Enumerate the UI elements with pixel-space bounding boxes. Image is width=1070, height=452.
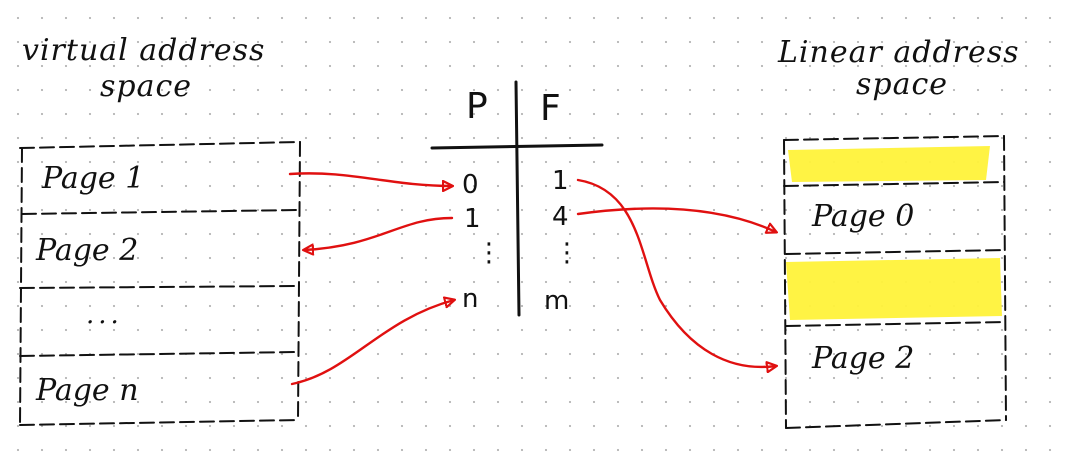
table-header-f: F bbox=[540, 88, 561, 129]
table-cell-f: ⋮ bbox=[554, 238, 580, 268]
linear-space-title-line2: space bbox=[856, 67, 949, 102]
arrow-pagen-to-pn bbox=[290, 300, 454, 386]
table-cell-f: m bbox=[544, 286, 570, 316]
virtual-page-label: Page 1 bbox=[42, 161, 145, 196]
linear-space-title-line1: Linear address bbox=[778, 35, 1020, 70]
mapping-arrows bbox=[288, 172, 776, 386]
free-slot-highlight-top bbox=[788, 146, 990, 182]
arrow-page1-to-p0 bbox=[288, 172, 452, 186]
linear-space-box bbox=[783, 135, 1007, 429]
virtual-space-title-line2: space bbox=[100, 69, 193, 104]
virtual-space-box bbox=[19, 141, 301, 426]
virtual-page-label: Page n bbox=[36, 373, 139, 408]
free-slot-highlight-middle bbox=[786, 258, 1002, 320]
table-header-p: P bbox=[466, 86, 488, 127]
page-table-lines bbox=[430, 80, 604, 317]
arrow-p1-to-page2 bbox=[304, 216, 454, 250]
table-cell-f: 1 bbox=[552, 166, 569, 196]
virtual-page-ellipsis: ... bbox=[86, 300, 123, 330]
table-cell-p: n bbox=[462, 284, 479, 314]
arrow-f1-to-page2 bbox=[576, 178, 776, 367]
table-cell-p: 0 bbox=[462, 170, 479, 200]
table-cell-f: 4 bbox=[552, 202, 569, 232]
table-cell-p: 1 bbox=[464, 204, 481, 234]
virtual-page-label: Page 2 bbox=[36, 233, 139, 268]
table-cell-p: ⋮ bbox=[476, 238, 502, 268]
arrow-f4-to-page0 bbox=[576, 207, 776, 232]
linear-page-label: Page 0 bbox=[812, 199, 915, 234]
virtual-space-title-line1: virtual address bbox=[22, 33, 266, 68]
linear-page-label: Page 2 bbox=[812, 341, 915, 376]
